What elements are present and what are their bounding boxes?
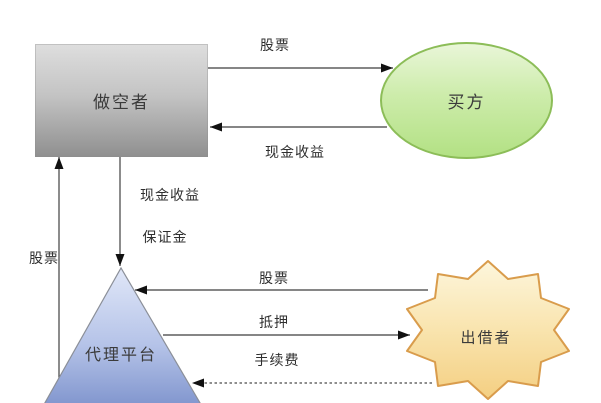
node-short-seller-label: 做空者	[93, 93, 150, 112]
node-agent-platform	[44, 266, 201, 403]
node-short-seller: 做空者	[35, 44, 208, 157]
node-lender-label: 出借者	[460, 329, 512, 347]
label-margin-to-platform: 保证金	[142, 229, 188, 245]
label-fee: 手续费	[254, 352, 300, 368]
label-stock-to-buyer: 股票	[260, 37, 290, 53]
label-stock-to-platform: 股票	[259, 270, 289, 286]
label-cash-to-platform: 现金收益	[140, 187, 200, 203]
triangle-shape	[44, 266, 201, 403]
node-buyer: 买方	[380, 42, 553, 159]
label-collateral-to-lender: 抵押	[259, 314, 289, 330]
node-lender	[406, 260, 570, 400]
node-buyer-label: 买方	[447, 93, 486, 112]
label-cash-from-buyer: 现金收益	[265, 144, 325, 160]
node-agent-platform-label: 代理平台	[84, 347, 158, 364]
label-stock-to-short-seller: 股票	[29, 250, 59, 266]
star-shape	[406, 260, 570, 400]
